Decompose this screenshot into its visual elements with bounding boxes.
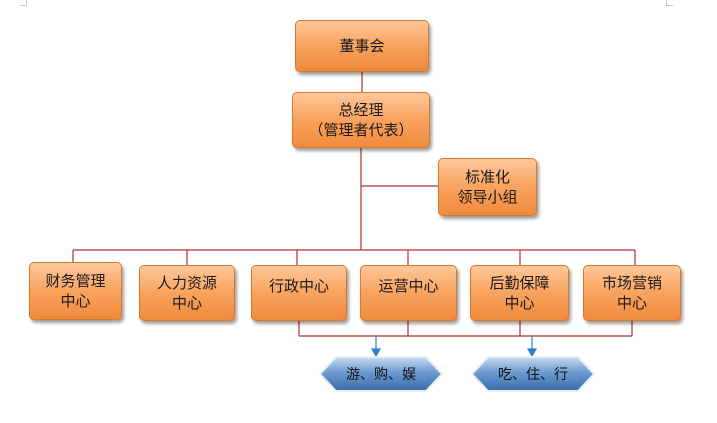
dept-logistics-box: 后勤保障 中心 bbox=[470, 265, 569, 321]
dept-marketing-line1: 市场营销 bbox=[601, 274, 662, 292]
arrow-to-living-head bbox=[526, 348, 538, 358]
standardization-group-line2: 领导小组 bbox=[457, 188, 518, 206]
dept-marketing-line2: 中心 bbox=[616, 294, 647, 312]
leisure-services-hexagon: 游、购、娱 bbox=[318, 355, 444, 393]
dept-marketing-box: 市场营销 中心 bbox=[583, 265, 681, 321]
dept-hr-box: 人力资源 中心 bbox=[139, 265, 235, 321]
page-corner-mark-left bbox=[26, 0, 27, 6]
hexagon-shape-icon bbox=[470, 356, 596, 392]
arrow-to-leisure-head bbox=[370, 348, 382, 358]
dept-logistics-line1: 后勤保障 bbox=[489, 274, 550, 292]
dept-finance-box: 财务管理 中心 bbox=[29, 262, 122, 320]
board-of-directors-label: 董事会 bbox=[339, 37, 385, 55]
dept-logistics-line2: 中心 bbox=[504, 294, 535, 312]
dept-finance-line1: 财务管理 bbox=[45, 272, 106, 290]
standardization-group-line1: 标准化 bbox=[464, 168, 510, 186]
dept-admin-box: 行政中心 bbox=[251, 265, 347, 321]
leisure-services-label: 游、购、娱 bbox=[346, 367, 416, 383]
general-manager-label: 总经理 bbox=[338, 101, 384, 119]
board-of-directors-box: 董事会 bbox=[295, 20, 429, 72]
page-corner-mark-right bbox=[666, 0, 667, 6]
dept-finance-line2: 中心 bbox=[60, 292, 91, 310]
living-services-label: 吃、住、行 bbox=[498, 367, 568, 383]
dept-hr-line1: 人力资源 bbox=[156, 274, 217, 292]
page-corner-mark-right-tick bbox=[666, 5, 673, 6]
dept-hr-line2: 中心 bbox=[171, 294, 202, 312]
general-manager-box: 总经理 （管理者代表） bbox=[292, 92, 430, 148]
dept-operations-box: 运营中心 bbox=[360, 265, 457, 321]
living-services-hexagon: 吃、住、行 bbox=[470, 355, 596, 393]
hexagon-shape-icon bbox=[318, 356, 444, 392]
standardization-group-box: 标准化 领导小组 bbox=[438, 158, 537, 216]
general-manager-subtitle: （管理者代表） bbox=[308, 121, 414, 139]
page-corner-mark-left-tick bbox=[20, 5, 27, 6]
dept-admin-line1: 行政中心 bbox=[268, 277, 329, 295]
dept-operations-line1: 运营中心 bbox=[378, 277, 439, 295]
